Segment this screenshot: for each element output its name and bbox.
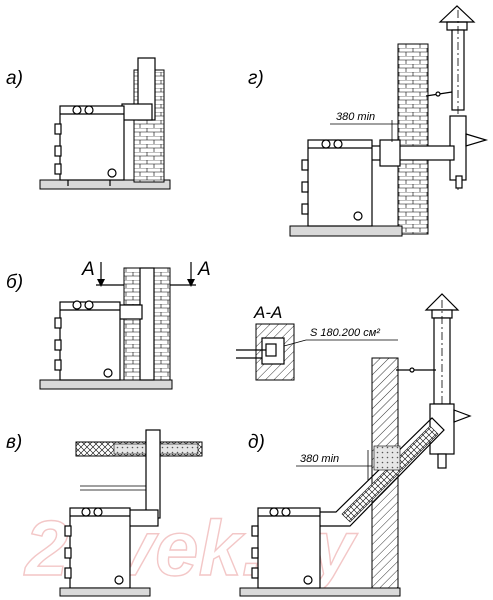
section-title: A-A xyxy=(253,303,282,322)
label-v: в) xyxy=(6,432,22,453)
section-area-label: S 180.200 см² xyxy=(310,327,380,339)
boiler-a xyxy=(54,105,125,186)
label-a: а) xyxy=(6,68,23,89)
boiler-g xyxy=(301,139,373,227)
diagram-d: д) 380 min xyxy=(239,293,472,597)
label-d: д) xyxy=(248,432,265,453)
dim-d-clearance: 380 min xyxy=(300,453,339,465)
boiler-v xyxy=(64,507,131,589)
diagram-g: г) 380 min xyxy=(248,5,489,237)
diagram-v: в) xyxy=(6,429,203,597)
label-b: б) xyxy=(6,272,23,293)
section-mark-right: A xyxy=(197,259,211,280)
boiler-b xyxy=(54,300,121,381)
label-g: г) xyxy=(248,68,264,89)
section-aa: A-A S 180.200 см² xyxy=(236,303,398,381)
diagram-b: б) A A xyxy=(6,259,211,390)
dim-g-clearance: 380 min xyxy=(336,111,375,123)
boiler-d xyxy=(251,507,321,589)
section-mark-left: A xyxy=(81,259,95,280)
diagram-a: а) xyxy=(6,57,171,190)
